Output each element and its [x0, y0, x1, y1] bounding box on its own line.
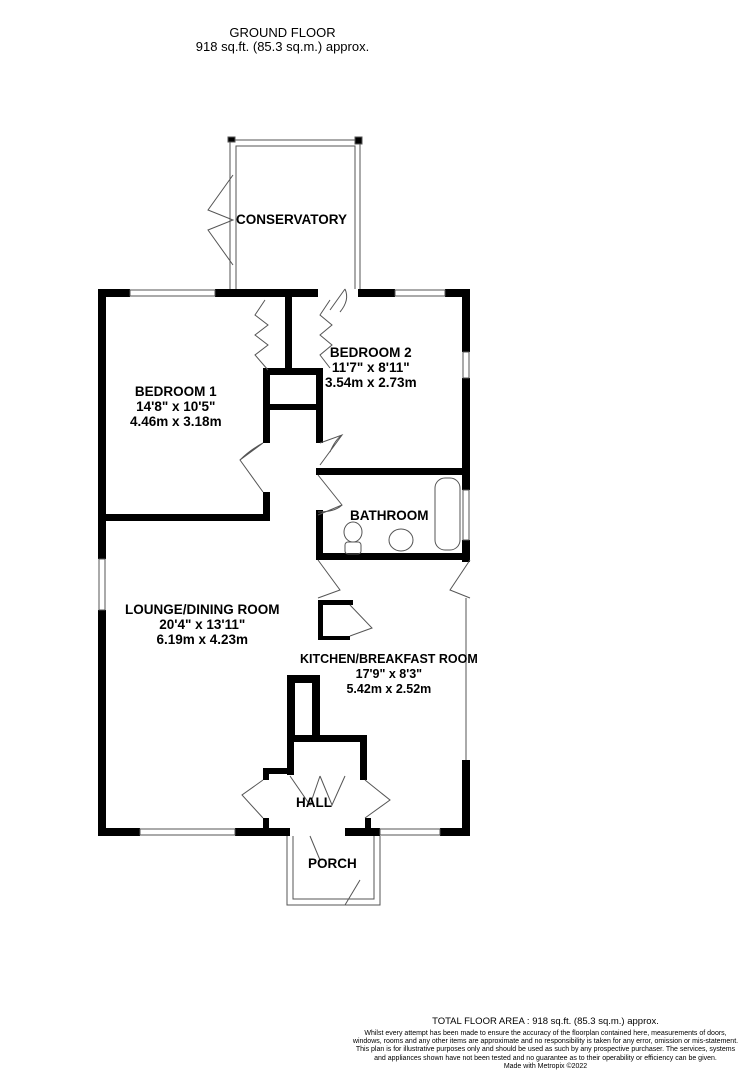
room-label-hall: HALL	[296, 795, 332, 810]
room-name: HALL	[296, 795, 332, 810]
plan-header: GROUND FLOOR 918 sq.ft. (85.3 sq.m.) app…	[0, 26, 741, 54]
room-label-bathroom: BATHROOM	[350, 508, 429, 523]
room-size-metric: 6.19m x 4.23m	[156, 632, 249, 647]
room-size-imperial: 11'7" x 8'11"	[331, 360, 410, 375]
room-size-imperial: 14'8" x 10'5"	[136, 399, 216, 414]
credit: Made with Metropix ©2022	[503, 1062, 588, 1070]
room-label-conservatory: CONSERVATORY	[236, 212, 347, 227]
room-label-lounge: LOUNGE/DINING ROOM 20'4" x 13'11" 6.19m …	[125, 602, 280, 647]
plan-footer: TOTAL FLOOR AREA : 918 sq.ft. (85.3 sq.m…	[350, 1016, 741, 1071]
room-name: BATHROOM	[350, 508, 429, 523]
room-size-metric: 4.46m x 3.18m	[130, 414, 222, 429]
room-size-metric: 3.54m x 2.73m	[325, 375, 417, 390]
windows-and-doors	[98, 136, 471, 906]
room-name: BEDROOM 1	[134, 384, 217, 399]
disclaimer: Whilst every attempt has been made to en…	[352, 1030, 739, 1062]
room-size-metric: 5.42m x 2.52m	[346, 682, 432, 696]
room-name: CONSERVATORY	[236, 212, 348, 227]
room-label-bedroom2: BEDROOM 2 11'7" x 8'11" 3.54m x 2.73m	[325, 345, 417, 390]
room-name: PORCH	[308, 856, 357, 871]
room-size-imperial: 17'9" x 8'3"	[355, 667, 423, 681]
room-size-imperial: 20'4" x 13'11"	[159, 617, 246, 632]
room-label-bedroom1: BEDROOM 1 14'8" x 10'5" 4.46m x 3.18m	[130, 384, 222, 429]
walls	[98, 289, 470, 836]
room-label-kitchen: KITCHEN/BREAKFAST ROOM 17'9" x 8'3" 5.42…	[300, 652, 478, 697]
total-floor-area: TOTAL FLOOR AREA : 918 sq.ft. (85.3 sq.m…	[432, 1016, 659, 1027]
floor-title: GROUND FLOOR	[229, 25, 336, 40]
room-name: KITCHEN/BREAKFAST ROOM	[300, 652, 478, 666]
room-name: LOUNGE/DINING ROOM	[125, 602, 280, 617]
floor-area: 918 sq.ft. (85.3 sq.m.) approx.	[195, 39, 370, 54]
room-name: BEDROOM 2	[329, 345, 412, 360]
room-label-porch: PORCH	[308, 856, 357, 871]
